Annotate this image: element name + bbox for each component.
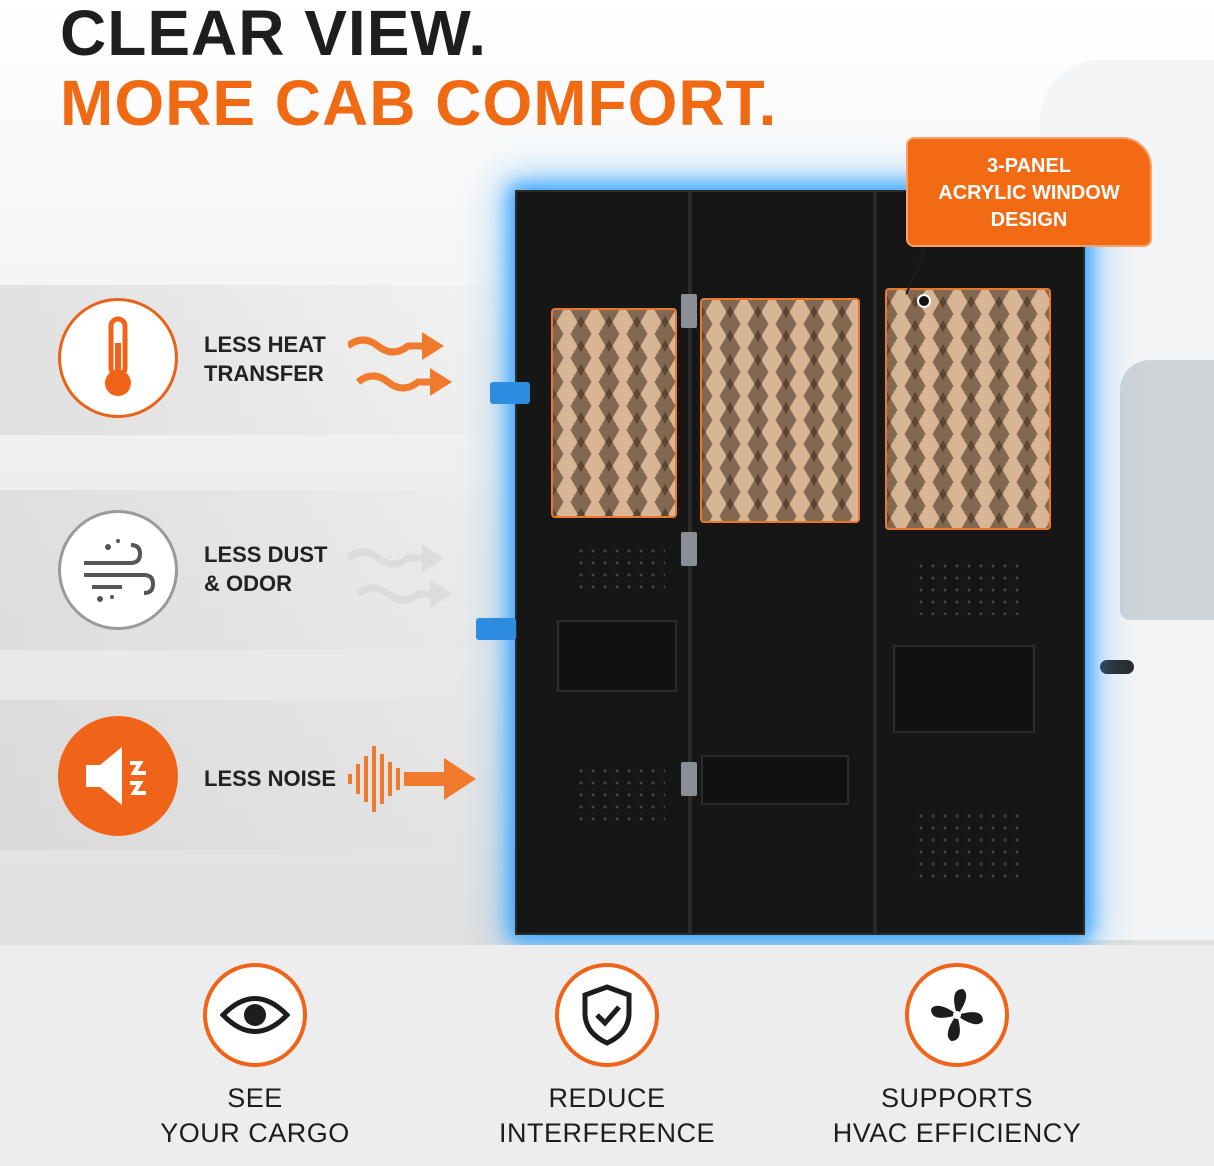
mount-bracket <box>490 382 530 404</box>
mount-bracket <box>476 618 516 640</box>
benefit-see-cargo: SEE YOUR CARGO <box>90 963 420 1151</box>
feature-label-line1: LESS NOISE <box>204 766 337 791</box>
benefit-label-line1: REDUCE <box>548 1083 666 1113</box>
benefit-hvac-efficiency: SUPPORTS HVAC EFFICIENCY <box>792 963 1122 1151</box>
right-acrylic-window <box>885 288 1051 530</box>
fan-icon <box>905 963 1009 1067</box>
speaker-noise-icon <box>58 716 178 836</box>
dust-arrows-icon <box>348 544 452 608</box>
hinge <box>681 294 697 328</box>
door-kickplate <box>701 755 849 805</box>
partition-wall <box>515 190 1085 935</box>
callout-line3: DESIGN <box>990 209 1068 231</box>
benefit-label-line2: INTERFERENCE <box>498 1118 715 1148</box>
feature-less-dust: LESS DUST & ODOR <box>58 510 478 638</box>
door-handle <box>1100 660 1134 674</box>
callout-line2: ACRYLIC WINDOW <box>938 182 1120 204</box>
feature-less-noise: LESS NOISE <box>58 716 478 844</box>
hinge <box>681 532 697 566</box>
storage-slot <box>557 620 677 692</box>
benefit-label-line2: HVAC EFFICIENCY <box>832 1118 1082 1148</box>
feature-label-line2: TRANSFER <box>204 361 324 386</box>
thermometer-icon <box>58 298 178 418</box>
vent-holes <box>575 765 665 825</box>
benefit-label-line1: SUPPORTS <box>880 1083 1034 1113</box>
benefits-strip: SEE YOUR CARGO REDUCE INTERFERENCE <box>0 945 1214 1166</box>
window-design-callout: 3-PANEL ACRYLIC WINDOW DESIGN <box>906 137 1152 247</box>
hinge <box>681 762 697 796</box>
feature-label-line1: LESS DUST <box>204 542 328 567</box>
callout-line1: 3-PANEL <box>986 155 1072 177</box>
storage-slot <box>893 645 1035 733</box>
headline-line1: CLEAR VIEW. <box>60 0 488 69</box>
feature-less-heat: LESS HEAT TRANSFER <box>58 298 478 426</box>
vent-holes <box>915 560 1025 615</box>
feature-label-line2: & ODOR <box>204 571 292 596</box>
van-interior-scene: CLEAR VIEW. MORE CAB COMFORT. 3-PANEL AC… <box>0 0 1214 945</box>
wind-dust-icon <box>58 510 178 630</box>
shield-check-icon <box>555 963 659 1067</box>
eye-icon <box>203 963 307 1067</box>
noise-wave-arrow-icon <box>348 746 476 812</box>
benefit-reduce-interference: REDUCE INTERFERENCE <box>442 963 772 1151</box>
feature-label-line1: LESS HEAT <box>204 332 326 357</box>
van-window <box>1120 360 1214 620</box>
vent-holes <box>575 545 665 595</box>
left-acrylic-window <box>551 308 677 518</box>
callout-pointer-dot <box>917 294 931 308</box>
center-acrylic-window <box>700 298 860 523</box>
benefit-label-line1: SEE <box>227 1083 283 1113</box>
benefit-label-line2: YOUR CARGO <box>160 1118 350 1148</box>
headline-line2: MORE CAB COMFORT. <box>60 67 778 139</box>
heat-arrows-icon <box>348 332 452 396</box>
vent-holes <box>915 810 1025 880</box>
